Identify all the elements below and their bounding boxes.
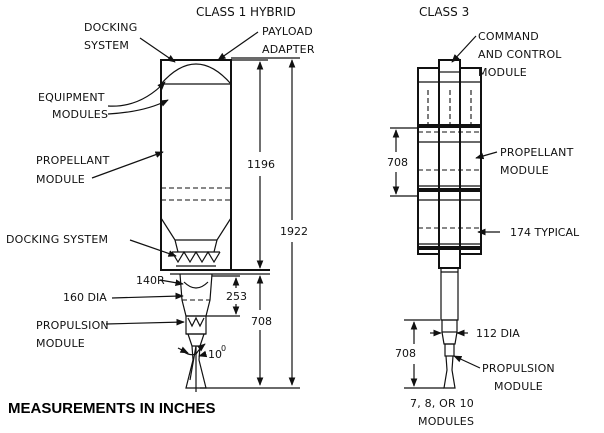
class1-label-propellant-2: MODULE [36, 173, 85, 186]
class3-vehicle: CLASS 3 708 [387, 5, 580, 428]
class1-label-propulsion-2: MODULE [36, 337, 85, 350]
class1-dim-1922: 1922 [280, 225, 308, 238]
class3-modules-note-2: MODULES [418, 415, 474, 428]
class1-label-docking-top-2: SYSTEM [84, 39, 129, 52]
class1-body [160, 59, 232, 271]
class3-label-propellant-1: PROPELLANT [500, 146, 574, 159]
class3-module-left [417, 67, 440, 255]
class1-docking-zigzag [171, 250, 221, 264]
class1-label-docking-top-1: DOCKING [84, 21, 137, 34]
class3-label-command-3: MODULE [478, 66, 527, 79]
class1-label-propulsion-1: PROPULSION [36, 319, 109, 332]
class1-dim-140r: 140R [136, 274, 165, 287]
class1-vehicle: CLASS 1 HYBRID [6, 5, 315, 392]
class3-label-command-2: AND CONTROL [478, 48, 562, 61]
class1-dim-253: 253 [226, 290, 247, 303]
class3-dim-708-top: 708 [387, 156, 408, 169]
class1-label-payload-2: ADAPTER [262, 43, 315, 56]
class1-label-equipment-2: MODULES [52, 108, 108, 121]
measurements-footer: MEASUREMENTS IN INCHES [8, 400, 216, 417]
class1-dim-angle: 10 [208, 348, 222, 361]
class1-label-propellant-1: PROPELLANT [36, 154, 110, 167]
class3-lower-stack [440, 267, 459, 321]
class1-propulsion-body [179, 273, 213, 317]
class3-dim-112: 112 DIA [476, 327, 520, 340]
class3-label-propellant-2: MODULE [500, 164, 549, 177]
class1-dim-1196: 1196 [247, 158, 275, 171]
class1-label-docking-bottom: DOCKING SYSTEM [6, 233, 108, 246]
class1-label-payload-1: PAYLOAD [262, 25, 313, 38]
class1-dim-160dia: 160 DIA [63, 291, 107, 304]
class3-modules-note-1: 7, 8, OR 10 [410, 397, 474, 410]
class3-title: CLASS 3 [419, 5, 469, 19]
class1-dim-708: 708 [251, 315, 272, 328]
class3-label-propulsion-1: PROPULSION [482, 362, 555, 375]
class3-dim-174: 174 TYPICAL [510, 226, 580, 239]
class1-title: CLASS 1 HYBRID [196, 5, 296, 19]
class1-label-equipment-1: EQUIPMENT [38, 91, 105, 104]
class3-module-right [459, 67, 482, 255]
class3-label-command-1: COMMAND [478, 30, 539, 43]
class1-dim-angle-unit: 0 [221, 344, 226, 353]
class3-label-propulsion-2: MODULE [494, 380, 543, 393]
class1-dome [160, 63, 232, 85]
class3-dim-708-bottom: 708 [395, 347, 416, 360]
class3-nozzle [443, 355, 456, 389]
